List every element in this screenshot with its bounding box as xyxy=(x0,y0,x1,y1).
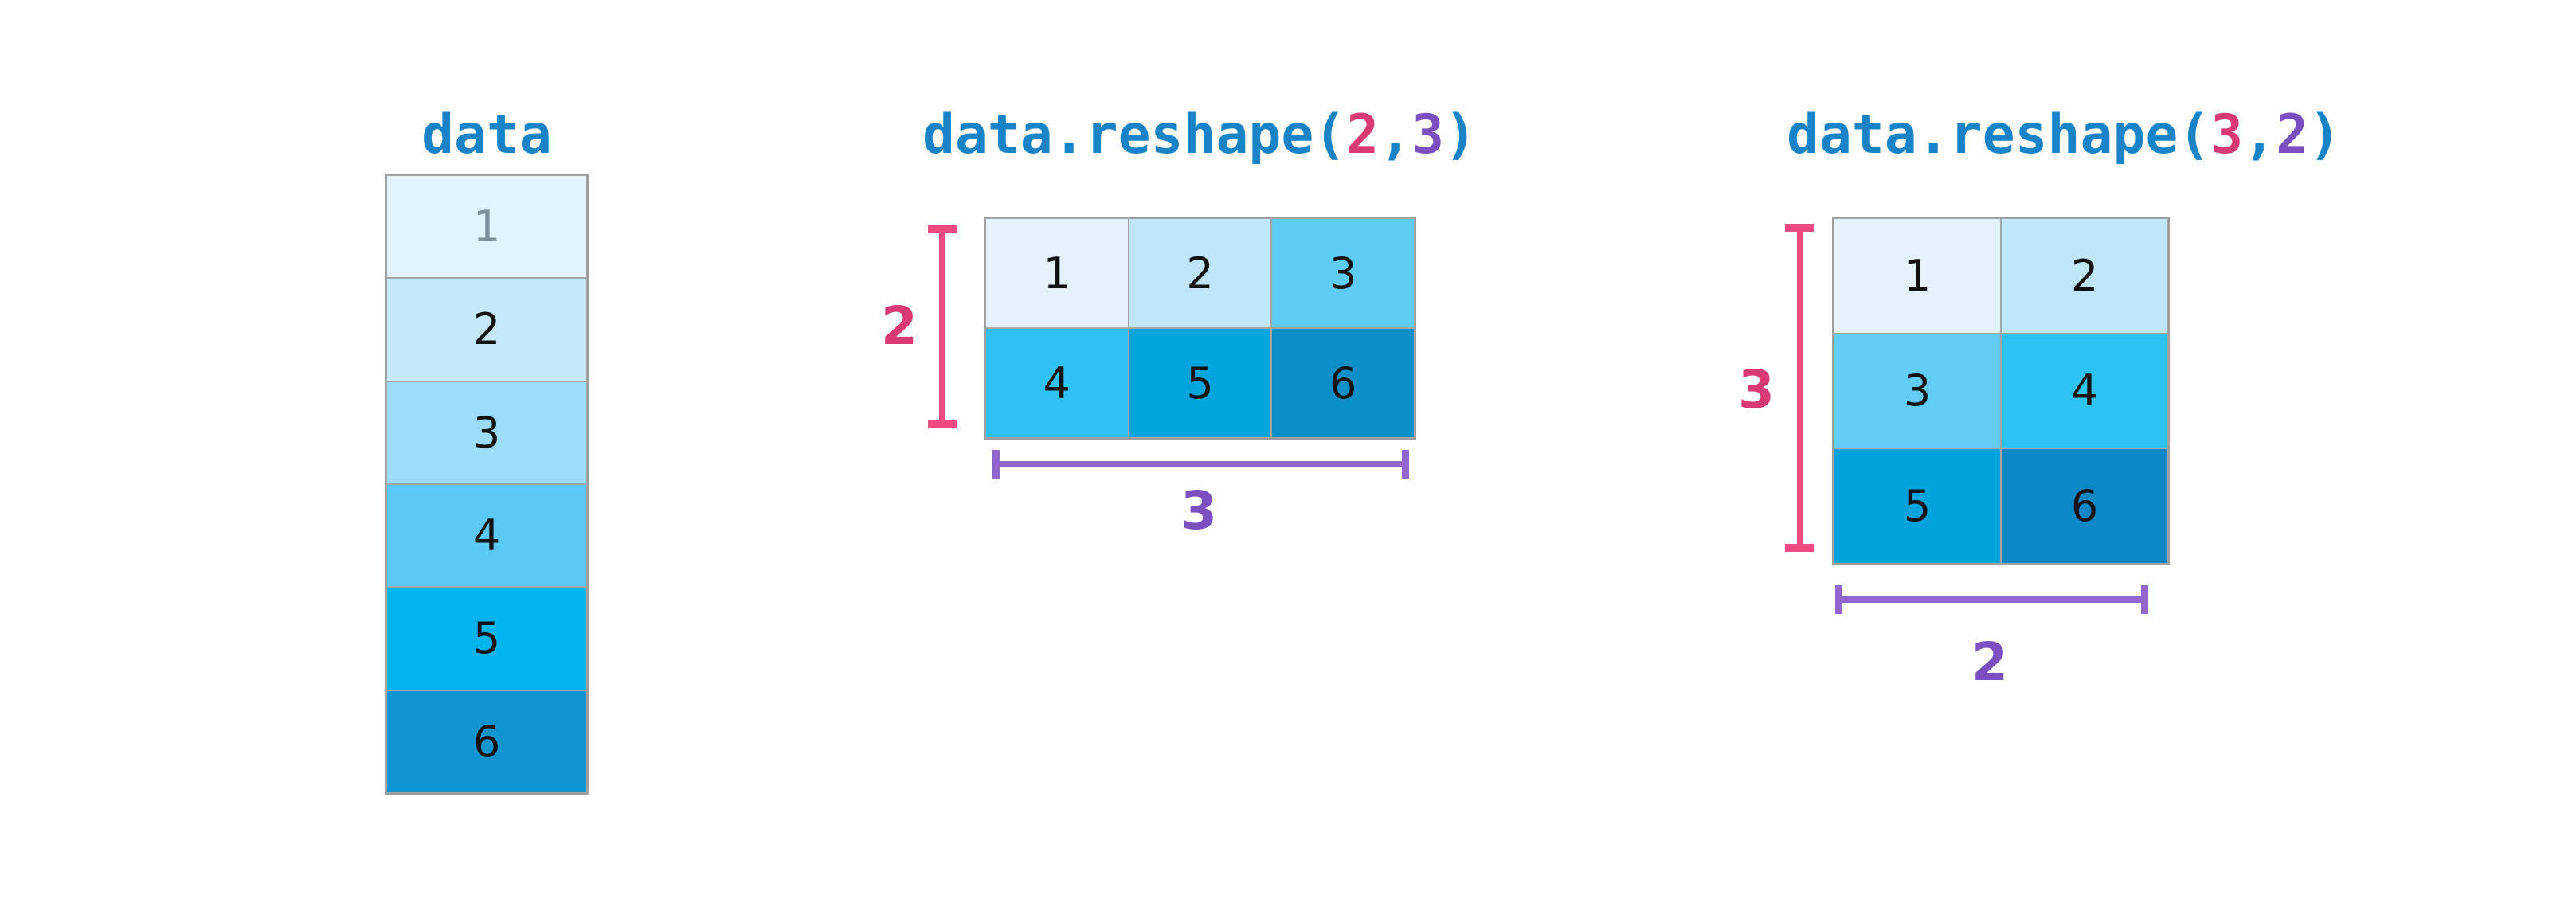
grid-cell: 1 xyxy=(985,218,1129,328)
grid-cell: 3 xyxy=(386,381,587,484)
row-count-bracket-cap xyxy=(1785,544,1814,552)
title-part: , xyxy=(1379,104,1412,166)
row-count-bracket-line xyxy=(1797,227,1803,552)
title-part: 3 xyxy=(1411,104,1445,166)
title-part: 3 xyxy=(2210,104,2244,166)
grid-cell: 1 xyxy=(386,175,587,279)
col-count-bracket-cap xyxy=(1402,450,1409,479)
col-count-bracket-cap xyxy=(1835,585,1842,614)
row-count-label: 2 xyxy=(881,295,918,357)
grid-cell: 2 xyxy=(2001,218,2168,334)
grid-cell: 2 xyxy=(386,278,587,381)
title-part: ) xyxy=(2308,104,2342,166)
row-count-bracket-cap xyxy=(1785,224,1814,232)
title-part: data.reshape( xyxy=(922,104,1347,166)
reshape-2-3-title: data.reshape(2,3) xyxy=(901,104,1498,167)
col-count-bracket-line xyxy=(996,461,1406,467)
data-column-title: data xyxy=(421,104,552,166)
grid-cell: 6 xyxy=(1271,328,1415,438)
grid-cell: 1 xyxy=(1834,218,2001,334)
grid-cell: 4 xyxy=(386,483,587,588)
grid-cell: 6 xyxy=(2001,448,2168,564)
grid-cell: 3 xyxy=(1271,218,1415,328)
reshape-3-2-title: data.reshape(3,2) xyxy=(1765,104,2363,167)
grid-cell: 6 xyxy=(386,690,587,793)
title-part: data.reshape( xyxy=(1786,104,2211,166)
title-part: 2 xyxy=(1346,104,1380,166)
col-count-label: 2 xyxy=(1971,631,2008,693)
title-part: , xyxy=(2243,104,2277,166)
col-count-bracket-cap xyxy=(992,450,1000,479)
col-count-label: 3 xyxy=(1180,480,1217,541)
row-count-label: 3 xyxy=(1738,359,1775,420)
grid-cell: 5 xyxy=(386,587,587,690)
title-part: ) xyxy=(1444,104,1478,166)
col-count-bracket-cap xyxy=(2141,585,2148,614)
col-count-bracket-line xyxy=(1838,596,2145,603)
row-count-bracket-cap xyxy=(928,420,957,428)
grid-cell: 4 xyxy=(2001,333,2168,449)
title-part: 2 xyxy=(2276,104,2309,166)
grid-cell: 3 xyxy=(1834,333,2001,449)
grid-cell: 5 xyxy=(1834,448,2001,564)
grid-cell: 4 xyxy=(985,328,1129,438)
row-count-bracket-line xyxy=(939,229,945,428)
row-count-bracket-cap xyxy=(928,225,957,233)
grid-cell: 5 xyxy=(1128,328,1272,438)
grid-cell: 2 xyxy=(1128,218,1272,328)
